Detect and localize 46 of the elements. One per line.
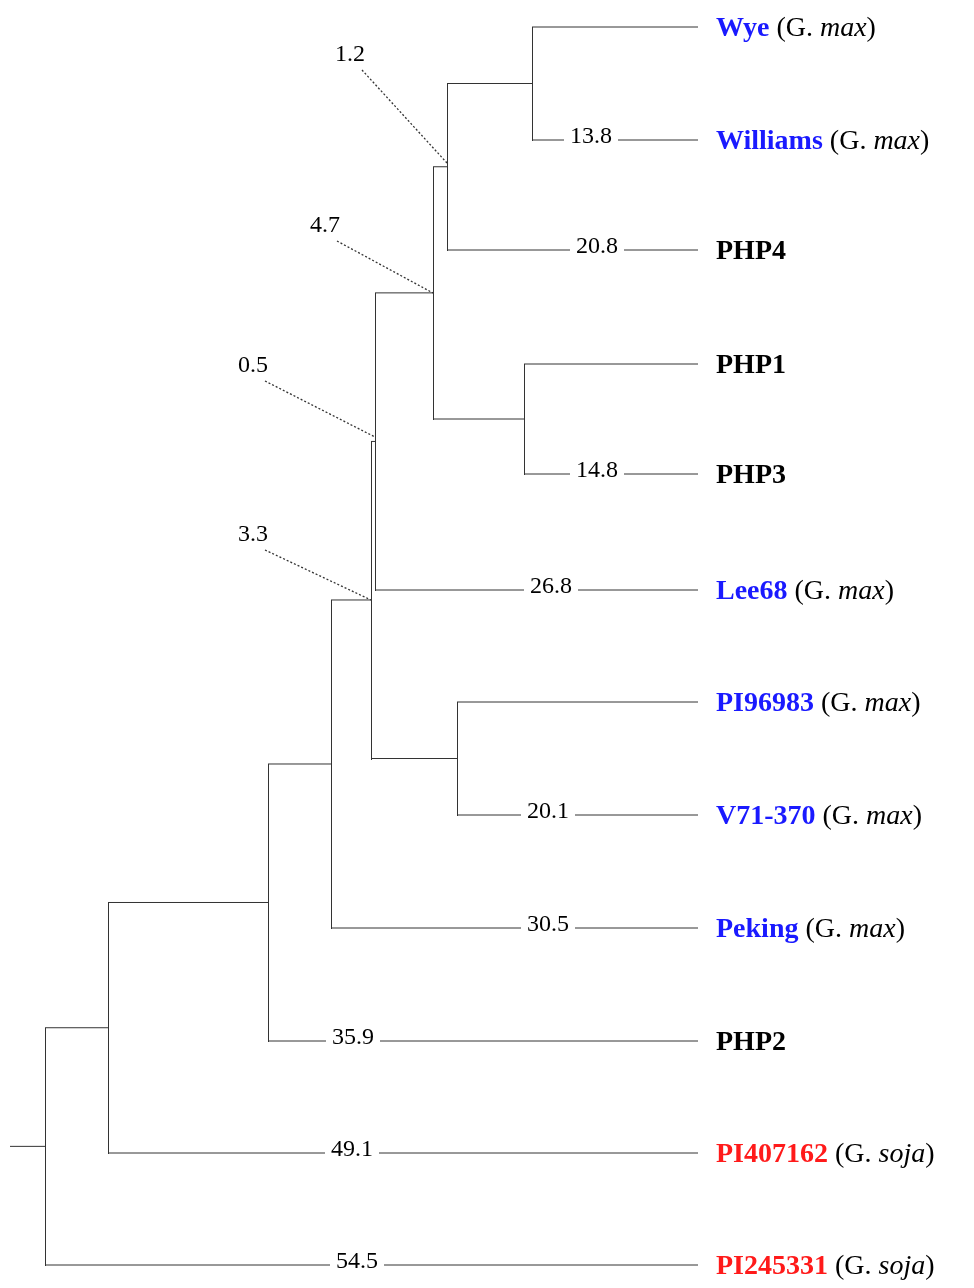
taxon-name: PI407162 [716, 1137, 828, 1169]
species-name: (G. max) [794, 574, 895, 606]
tree-branch [370, 440, 376, 442]
taxon-name: PI96983 [716, 686, 814, 718]
tree-branch [432, 418, 525, 420]
tree-branch [267, 763, 332, 765]
taxon-name: PI245331 [716, 1249, 828, 1281]
tree-branch [456, 701, 699, 703]
taxon-name: Peking [716, 912, 799, 944]
tree-branch [370, 758, 458, 759]
tree-branch [374, 292, 434, 294]
tree-branch [446, 83, 533, 84]
taxon-name: Lee68 [716, 574, 788, 606]
species-name: (G. max) [776, 11, 876, 43]
taxon-name: PHP4 [716, 234, 786, 266]
tree-branch [44, 1264, 699, 1266]
tree-branch [267, 1040, 699, 1042]
species-name: (G. max) [829, 124, 930, 156]
leader-line [264, 549, 372, 601]
leader-line [264, 380, 376, 438]
leader-line [336, 240, 434, 294]
taxon-name: Williams [716, 124, 823, 156]
taxon-name: V71-370 [716, 799, 816, 831]
tree-branch [523, 363, 699, 365]
taxon-name: PHP2 [716, 1025, 786, 1057]
tree-branch [330, 599, 372, 601]
leader-line [361, 69, 448, 164]
taxon-name: PHP3 [716, 458, 786, 490]
taxon-name: Wye [716, 11, 770, 43]
species-name: (G. soja) [835, 1137, 935, 1169]
tree-branch [531, 26, 699, 28]
tree-branch [107, 902, 269, 903]
species-name: (G. max) [821, 686, 921, 718]
species-name: (G. soja) [835, 1249, 935, 1281]
node-value: 4.7 [310, 210, 340, 238]
tree-branch [9, 1145, 46, 1147]
tree-branch [107, 1152, 699, 1154]
species-name: (G. max) [822, 799, 923, 831]
node-value: 1.2 [335, 39, 365, 67]
taxon-name: PHP1 [716, 348, 786, 380]
tree-branch [432, 166, 448, 168]
species-name: (G. max) [805, 912, 905, 944]
tree-branch [330, 927, 699, 929]
node-value: 0.5 [238, 350, 268, 378]
node-value: 3.3 [238, 519, 268, 547]
tree-branch [44, 1027, 109, 1029]
